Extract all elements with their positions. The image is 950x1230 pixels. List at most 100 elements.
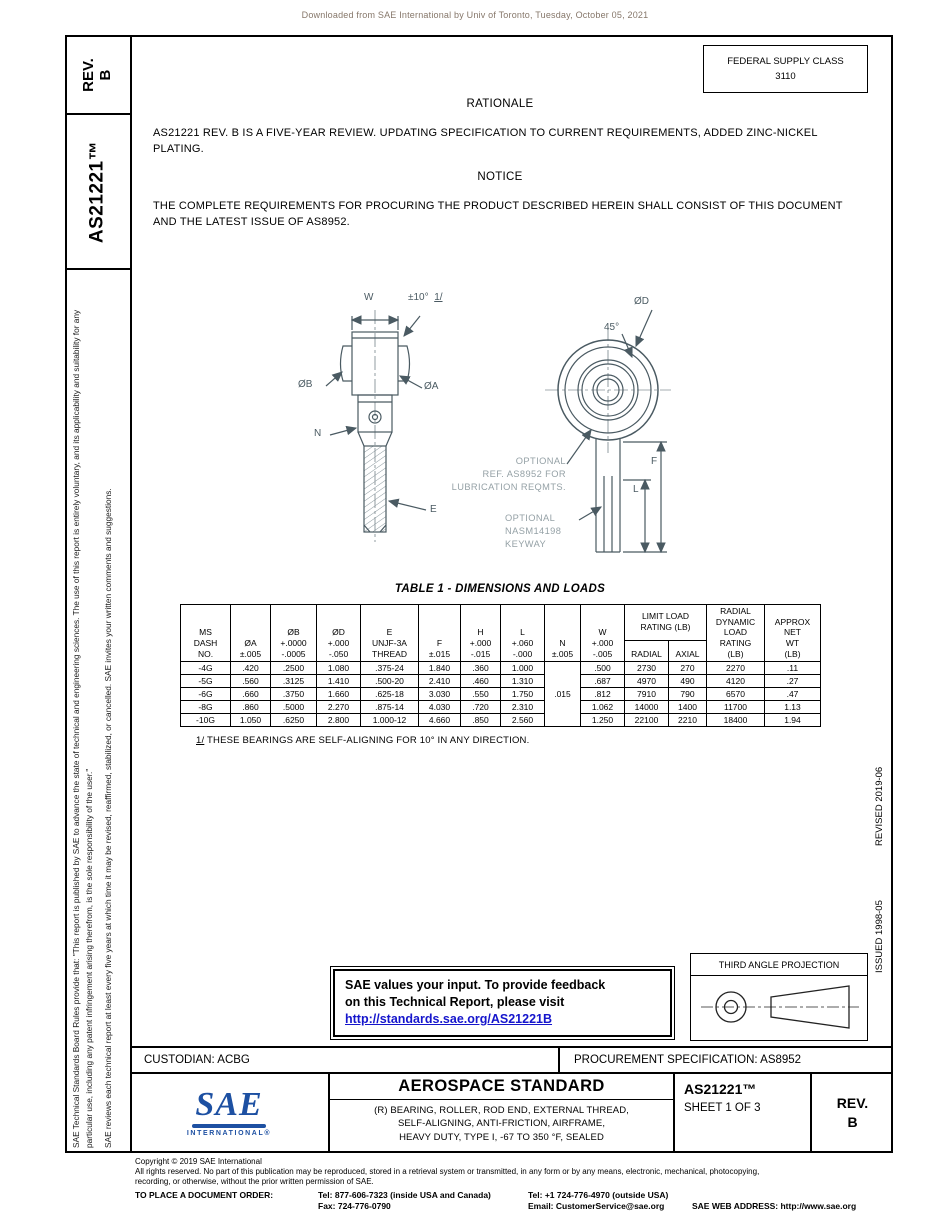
cell-axial: 2210 [668,713,707,728]
cell-l: 2.560 [500,713,545,728]
col-dynamic-load: RADIAL DYNAMIC LOAD RATING (LB) [706,603,765,663]
cell-e: .500-20 [360,674,419,689]
notice-heading: NOTICE [477,171,523,183]
cell-a: .420 [230,661,271,676]
revised-date-vertical: REVISED 2019-06 [874,766,885,846]
dia-b-label: ØB [298,379,313,390]
cell-dynamic: 11700 [706,700,765,715]
custodian-cell: CUSTODIAN: ACBG [130,1048,560,1072]
cell-b: .6250 [270,713,317,728]
cell-d: 1.660 [316,687,361,702]
third-angle-projection-symbol [701,985,859,1029]
email-address: Email: CustomerService@sae.org [528,1201,665,1211]
col-f: F ±.015 [418,603,461,663]
cell-w: .500 [580,661,625,676]
notice-text: THE COMPLETE REQUIREMENTS FOR PROCURING … [153,200,843,228]
cell-l: 1.310 [500,674,545,689]
fsc-value: 3110 [775,71,796,82]
angle-value: ±10° [408,292,429,303]
feedback-link[interactable]: http://standards.sae.org/AS21221B [345,1011,553,1026]
cell-wt: 1.13 [764,700,821,715]
cell-h: .850 [460,713,501,728]
cell-f: 1.840 [418,661,461,676]
cell-axial: 790 [668,687,707,702]
disclaimer-text-2: SAE reviews each technical report at lea… [103,488,113,1148]
angle-tolerance-label: ±10° 1/ [408,292,443,303]
cell-l: 2.310 [500,700,545,715]
cell-wt: .47 [764,687,821,702]
rationale-heading: RATIONALE [466,98,534,110]
cell-w: .812 [580,687,625,702]
cell-h: .550 [460,687,501,702]
cell-radial: 4970 [624,674,669,689]
dim-w-label: W [364,292,374,303]
doc-number: AS21221™ [684,1081,757,1097]
download-watermark: Downloaded from SAE International by Uni… [301,10,649,20]
cell-b: .5000 [270,700,317,715]
phone-international: Tel: +1 724-776-4970 (outside USA) [528,1190,669,1200]
cell-w: 1.250 [580,713,625,728]
cell-b: .3750 [270,687,317,702]
cell-e: .875-14 [360,700,419,715]
col-dia-b: ØB +.0000 -.0005 [270,603,317,663]
cell-f: 3.030 [418,687,461,702]
third-angle-projection-box: THIRD ANGLE PROJECTION [690,953,868,1041]
cell-dynamic: 6570 [706,687,765,702]
dia-d-label: ØD [634,296,649,307]
copyright-line2: All rights reserved. No part of this pub… [135,1167,760,1187]
federal-supply-class-box: FEDERAL SUPPLY CLASS 3110 [703,45,868,93]
cell-radial: 7910 [624,687,669,702]
cell-h: .720 [460,700,501,715]
cell-d: 1.410 [316,674,361,689]
doc-number-cell: AS21221™ SHEET 1 OF 3 [675,1074,812,1151]
rev-label: REV. [836,1095,869,1112]
doc-number-box: AS21221™ [65,115,130,270]
col-dia-a: ØA ±.005 [230,603,271,663]
table-header: MS DASH NO. ØA ±.005 ØB +.0000 -.0005 ØD… [180,603,821,663]
rationale-text: AS21221 REV. B IS A FIVE-YEAR REVIEW. UP… [153,127,818,155]
col-limit-load: LIMIT LOAD RATING (LB) [624,603,707,642]
feedback-box: SAE values your input. To provide feedba… [330,966,675,1040]
col-dia-d: ØD +.000 -.050 [316,603,361,663]
col-e-thread: E UNJF-3A THREAD [360,603,419,663]
cell-d: 1.080 [316,661,361,676]
cell-b: .2500 [270,661,317,676]
document-description: (R) BEARING, ROLLER, ROD END, EXTERNAL T… [374,1105,629,1143]
sae-logo-word: SAE [195,1086,263,1123]
cell-ms: -10G [180,713,231,728]
web-address: SAE WEB ADDRESS: http://www.sae.org [692,1201,857,1211]
dim-e-label: E [430,504,437,515]
title-block: SAE INTERNATIONAL® AEROSPACE STANDARD (R… [130,1074,893,1151]
issued-date-vertical: ISSUED 1998-05 [874,900,885,973]
col-w: W +.000 -.005 [580,603,625,663]
keyway-note: OPTIONAL NASM14198 KEYWAY [505,513,562,550]
sheet-number: SHEET 1 OF 3 [684,1102,761,1114]
cell-f: 4.660 [418,713,461,728]
cell-l: 1.750 [500,687,545,702]
cell-l: 1.000 [500,661,545,676]
cell-b: .3125 [270,674,317,689]
cell-ms: -8G [180,700,231,715]
cell-wt: 1.94 [764,713,821,728]
sae-logo-subtext: INTERNATIONAL® [186,1130,272,1137]
custodian-row: CUSTODIAN: ACBG PROCUREMENT SPECIFICATIO… [130,1046,893,1074]
cell-d: 2.800 [316,713,361,728]
projection-label: THIRD ANGLE PROJECTION [691,954,867,976]
cell-ms: -6G [180,687,231,702]
cell-axial: 1400 [668,700,707,715]
dia-a-label: ØA [424,381,439,392]
table-title: TABLE 1 - DIMENSIONS AND LOADS [394,583,606,595]
cell-a: 1.050 [230,713,271,728]
technical-drawing: W ±10° 1/ ØB ØA N E ØD 45° F L OPTIONAL … [270,280,770,575]
dimensions-table: MS DASH NO. ØA ±.005 ØB +.0000 -.0005 ØD… [180,603,821,728]
fsc-label: FEDERAL SUPPLY CLASS [727,55,844,67]
footnote-ref-mark: 1/ [434,292,443,303]
col-n: N ±.005 [544,603,581,663]
rev-label-vertical: REV. B [79,58,114,92]
cell-a: .560 [230,674,271,689]
